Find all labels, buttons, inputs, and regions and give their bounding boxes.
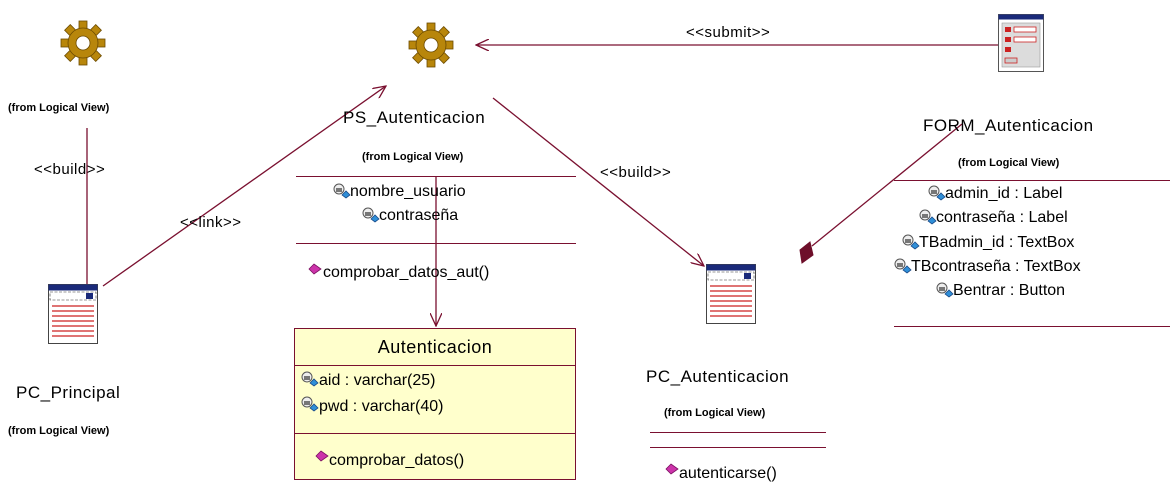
compartment-divider [296,243,576,244]
stereotype-build-label: <<build>> [34,161,106,178]
form-attribute: admin_id : Label [945,185,1063,202]
link-edge [102,86,386,287]
from-label: (from Logical View) [8,102,110,114]
compartment-divider [295,433,575,434]
operation-icon [315,450,329,462]
attribute-icon [936,282,954,298]
attribute-icon [928,185,946,201]
build-edge-right [492,97,704,266]
class-autenticacion: Autenticacion aid : varchar(25) pwd : va… [294,328,576,480]
composition-diamond [799,241,814,264]
attribute-icon [301,396,319,412]
form-attribute: TBadmin_id : TextBox [919,234,1075,251]
from-label: (from Logical View) [958,157,1060,169]
operation-icon [665,463,679,475]
composition-edge [811,123,963,247]
attribute-icon [894,258,912,274]
page-icon [48,284,98,344]
ps-autenticacion-name: PS_Autenticacion [343,108,486,127]
form-attribute: TBcontraseña : TextBox [911,258,1081,275]
pc-principal-name: PC_Principal [16,383,121,402]
form-attribute: Bentrar : Button [953,282,1066,299]
compartment-divider [650,447,826,448]
class-attribute: aid : varchar(25) [319,372,436,389]
from-label: (from Logical View) [664,407,766,419]
gear-icon [408,22,454,68]
form-autenticacion-name: FORM_Autenticacion [923,116,1094,135]
attribute-icon [333,183,351,199]
operation-icon [308,263,322,275]
page-icon [706,264,756,324]
pc-autenticacion-name: PC_Autenticacion [646,367,790,386]
attribute-icon [362,207,380,223]
compartment-divider [894,180,1170,181]
from-label: (from Logical View) [362,151,464,163]
ps-attribute: nombre_usuario [350,183,466,200]
stereotype-link-label: <<link>> [180,214,242,231]
pc-operation: autenticarse() [679,465,777,482]
class-name: Autenticacion [295,329,575,366]
stereotype-build-label: <<build>> [600,164,672,181]
compartment-divider [650,432,826,433]
attribute-icon [902,234,920,250]
stereotype-submit-label: <<submit>> [686,24,771,41]
ps-operation: comprobar_datos_aut() [323,264,490,281]
form-attribute: contraseña : Label [936,209,1068,226]
ps-attribute: contraseña [379,207,459,224]
gear-icon [60,20,106,66]
class-attribute: pwd : varchar(40) [319,398,444,415]
form-icon [998,14,1044,72]
class-operation: comprobar_datos() [329,452,465,469]
from-label: (from Logical View) [8,425,110,437]
compartment-divider [296,176,576,177]
attribute-icon [919,209,937,225]
compartment-divider [894,326,1170,327]
attribute-icon [301,371,319,387]
